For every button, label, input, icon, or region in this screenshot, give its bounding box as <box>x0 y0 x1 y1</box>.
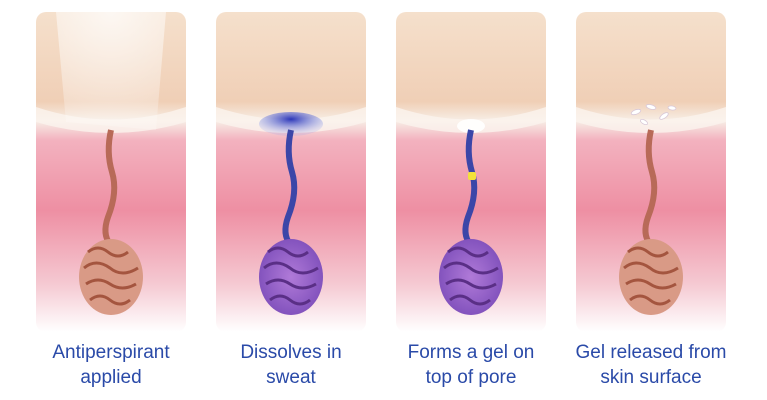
caption-line: Forms a gel on <box>407 342 535 363</box>
sweat-gland <box>619 239 683 315</box>
sweat-duct <box>282 129 298 246</box>
spray-mist <box>56 12 166 130</box>
skin-surface <box>576 107 726 133</box>
caption-line: applied <box>80 367 142 388</box>
sweat-gland <box>259 239 323 315</box>
sweat-duct <box>642 129 658 246</box>
caption-line: sweat <box>266 367 316 388</box>
skin-cross-section-illustration <box>576 12 726 332</box>
caption-step-4: Gel released from skin surface <box>561 340 741 390</box>
caption-step-3: Forms a gel on top of pore <box>381 340 561 390</box>
caption-line: Dissolves in <box>240 342 342 363</box>
panel-gel-released <box>576 12 726 332</box>
sweat-duct <box>462 129 478 246</box>
released-gel-flakes <box>630 104 677 126</box>
caption-line: Antiperspirant <box>52 342 170 363</box>
caption-line: skin surface <box>600 367 702 388</box>
panel-dissolves-in-sweat <box>216 12 366 332</box>
panel-antiperspirant-applied <box>36 12 186 332</box>
caption-line: Gel released from <box>575 342 727 363</box>
caption-step-2: Dissolves in sweat <box>201 340 381 390</box>
skin-cross-section-illustration <box>216 12 366 332</box>
skin-cross-section-illustration <box>396 12 546 332</box>
sweat-duct <box>102 129 118 246</box>
panel-forms-gel <box>396 12 546 332</box>
caption-step-1: Antiperspirant applied <box>21 340 201 390</box>
sweat-gland <box>79 239 143 315</box>
caption-line: top of pore <box>425 367 517 388</box>
pore-opening <box>457 119 485 133</box>
skin-cross-section-illustration <box>36 12 186 332</box>
dissolved-antiperspirant <box>259 112 323 136</box>
gel-plug <box>468 172 476 180</box>
sweat-gland <box>439 239 503 315</box>
